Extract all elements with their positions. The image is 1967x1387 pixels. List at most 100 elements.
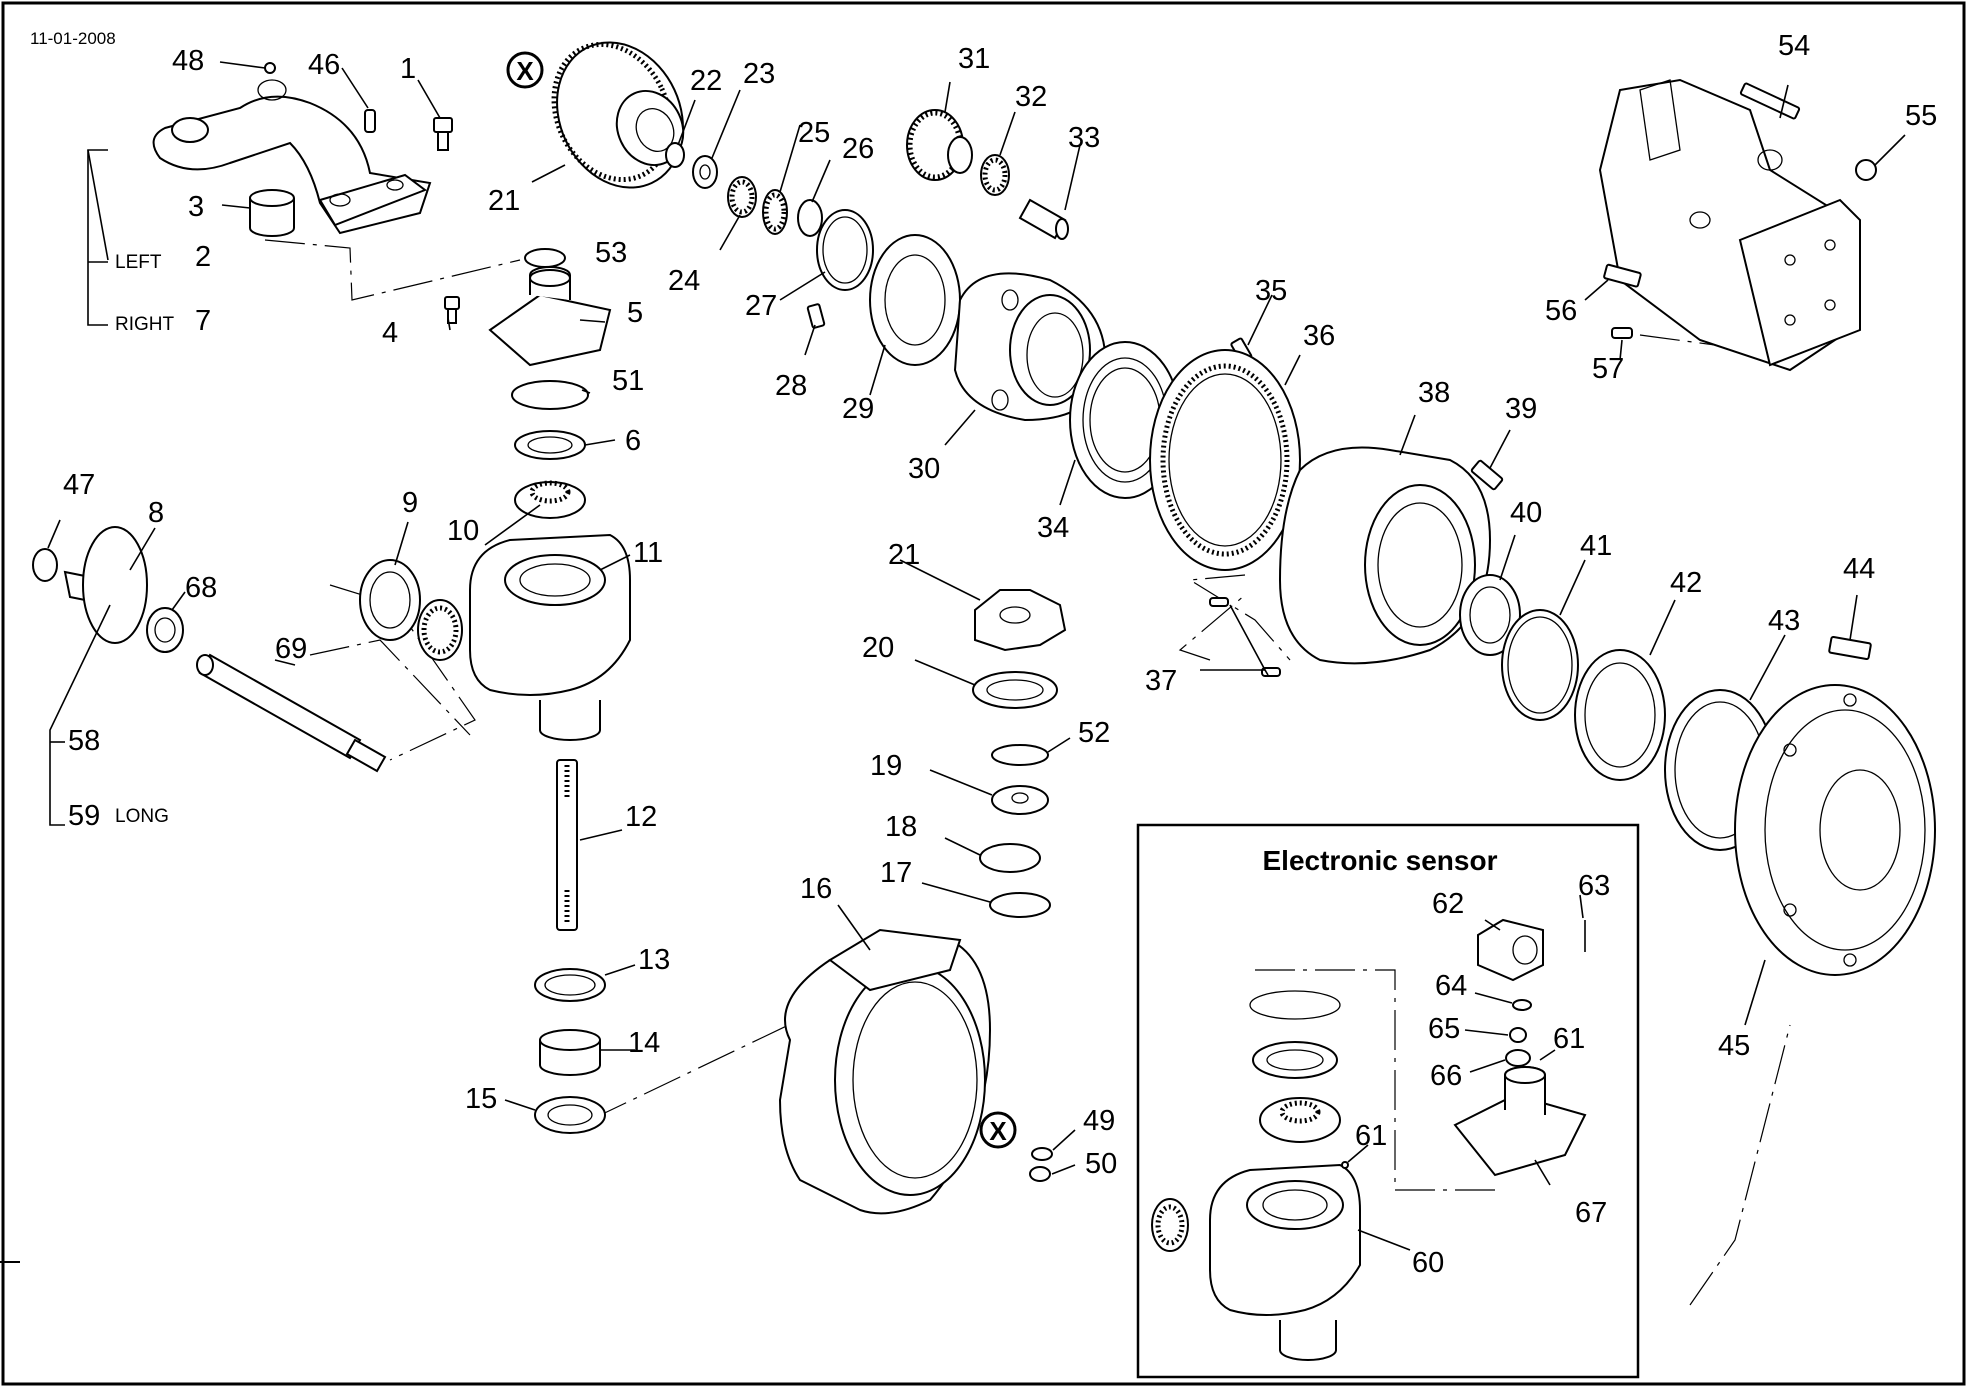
marker-x-bottom: X (979, 1111, 1017, 1149)
callout-65: 65 (1428, 1013, 1460, 1045)
callout-17: 17 (880, 857, 912, 889)
callout-56: 56 (1545, 295, 1577, 327)
wheel-hub-45-part (1734, 684, 1936, 976)
variant-left: LEFT (115, 252, 162, 273)
callout-20: 20 (862, 632, 894, 664)
callout-24: 24 (668, 265, 700, 297)
bushing-14-part (539, 1029, 601, 1076)
callout-25: 25 (798, 117, 830, 149)
callout-64: 64 (1435, 970, 1467, 1002)
bolt-1-part (433, 117, 453, 151)
pinion-10-part (514, 480, 586, 519)
callout-63: 63 (1578, 870, 1610, 902)
callout-60: 60 (1412, 1247, 1444, 1279)
callout-16: 16 (800, 873, 832, 905)
callout-38: 38 (1418, 377, 1450, 409)
callout-68: 68 (185, 572, 217, 604)
bearing-24-part (727, 176, 757, 218)
marker-x-top: X (506, 51, 544, 89)
gasket-49-part (1031, 1147, 1053, 1161)
callout-55: 55 (1905, 100, 1937, 132)
axle-housing-16-part (778, 928, 992, 1215)
shaft-69-part (196, 653, 387, 773)
callout-42: 42 (1670, 567, 1702, 599)
callout-7: 7 (195, 305, 211, 337)
callout-21-top: 21 (488, 185, 520, 217)
o-ring-18-part (979, 843, 1041, 873)
ring-gear-36-part (1149, 349, 1301, 571)
bevel-gear-inset-part (1151, 1198, 1189, 1252)
side-gear-21-part (974, 589, 1067, 652)
bolt-54-part (1739, 82, 1801, 120)
callout-50: 50 (1085, 1148, 1117, 1180)
callout-26: 26 (842, 133, 874, 165)
callout-19: 19 (870, 750, 902, 782)
callout-37: 37 (1145, 665, 1177, 697)
callout-43: 43 (1768, 605, 1800, 637)
callout-48: 48 (172, 45, 204, 77)
variant-right: RIGHT (115, 314, 175, 335)
callout-45: 45 (1718, 1030, 1750, 1062)
callout-66: 66 (1430, 1060, 1462, 1092)
bearing-15-part (534, 1096, 606, 1134)
callout-1: 1 (400, 53, 416, 85)
plug-50-part (1029, 1166, 1051, 1182)
leader-lines (47, 61, 1906, 1251)
svg-text:X: X (989, 1116, 1007, 1146)
callout-32: 32 (1015, 81, 1047, 113)
pin-46-part (364, 109, 376, 133)
callout-8: 8 (148, 497, 164, 529)
inset-title: Electronic sensor (1263, 845, 1498, 876)
callout-36: 36 (1303, 320, 1335, 352)
cover-5-part (488, 266, 612, 367)
bevel-gear-9-part (417, 599, 463, 661)
callout-27: 27 (745, 290, 777, 322)
washer-19-part (991, 785, 1049, 815)
callout-22: 22 (690, 65, 722, 97)
callout-69: 69 (275, 633, 307, 665)
callout-39: 39 (1505, 393, 1537, 425)
drive-shaft-12-part (556, 759, 578, 931)
screw-28-part (806, 303, 826, 329)
spacer-66-part (1505, 1049, 1531, 1067)
bolt-56-part (1603, 263, 1642, 288)
callout-41: 41 (1580, 530, 1612, 562)
variant-long: LONG (115, 806, 169, 827)
bearing-9-part (359, 559, 421, 641)
bearing-6-part (514, 430, 586, 460)
nut-40-part (1459, 574, 1521, 656)
bolt-39-part (1470, 459, 1504, 491)
callout-44: 44 (1843, 553, 1875, 585)
bevel-gear-21-top-part (551, 41, 685, 189)
pin-48-part (264, 62, 276, 74)
callout-23: 23 (743, 58, 775, 90)
bearing-20-part (972, 671, 1058, 709)
washer-26-part (797, 199, 823, 237)
callout-9: 9 (402, 487, 418, 519)
callout-59: 59 (68, 800, 100, 832)
nut-55-part (1855, 159, 1877, 181)
bolt-4-part (444, 296, 460, 324)
callout-47: 47 (63, 469, 95, 501)
callout-67: 67 (1575, 1197, 1607, 1229)
pin-57-part (1611, 327, 1633, 339)
callout-12: 12 (625, 801, 657, 833)
snap-ring-41-part (1501, 609, 1579, 721)
washer-52-part (991, 744, 1049, 766)
callout-53: 53 (595, 237, 627, 269)
callout-18: 18 (885, 811, 917, 843)
callout-6: 6 (625, 425, 641, 457)
seal-68-part (146, 607, 184, 653)
callout-28: 28 (775, 370, 807, 402)
callout-4: 4 (382, 317, 398, 349)
sensor-62-part (1477, 918, 1544, 982)
callout-2: 2 (195, 241, 211, 273)
callout-40: 40 (1510, 497, 1542, 529)
nut-65-part (1509, 1027, 1527, 1043)
callout-61-right: 61 (1553, 1023, 1585, 1055)
hub-housing-38-part (1278, 446, 1492, 665)
thrust-bearing-25-part (762, 189, 788, 235)
callout-34: 34 (1037, 512, 1069, 544)
